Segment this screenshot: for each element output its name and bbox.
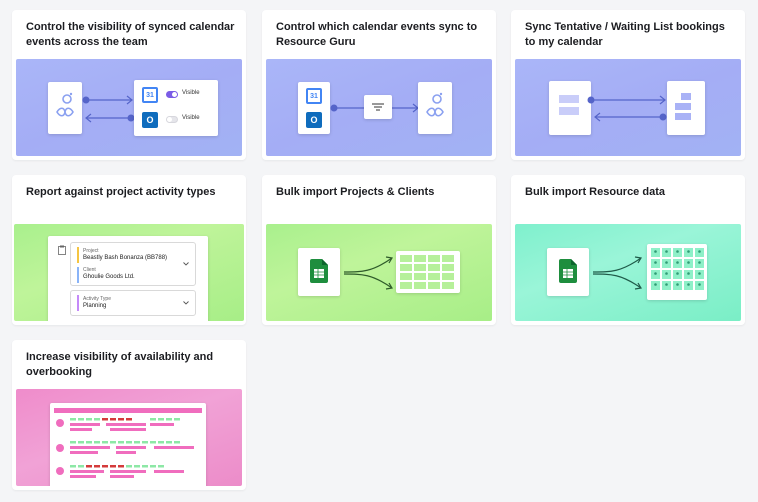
sync-arrows-icon xyxy=(587,95,667,122)
tentative-sync-illustration xyxy=(515,59,741,156)
card-title: Report against project activity types xyxy=(26,186,216,198)
projects-grid-tile xyxy=(396,251,460,293)
spreadsheet-tile xyxy=(298,248,340,296)
availability-illustration xyxy=(16,389,242,486)
resources-grid-tile xyxy=(647,244,707,300)
calendars-tile: 31 O xyxy=(298,82,330,134)
chevron-down-icon xyxy=(183,262,189,266)
feature-card-calendar-visibility[interactable]: Control the visibility of synced calenda… xyxy=(12,10,246,160)
project-label: Project xyxy=(83,248,99,254)
booking-tile-right xyxy=(667,81,705,135)
visibility-toggle-off[interactable] xyxy=(166,116,178,123)
google-sheets-icon xyxy=(310,259,328,283)
feature-card-activity-types[interactable]: Report against project activity types Pr… xyxy=(12,175,246,325)
calendar-visibility-panel: 31 Visible O Visible xyxy=(134,80,218,136)
feature-card-availability-overbooking[interactable]: Increase visibility of availability and … xyxy=(12,340,246,490)
activity-type-value: Planning xyxy=(83,303,107,309)
chevron-down-icon xyxy=(183,301,189,305)
filter-icon xyxy=(372,103,384,111)
resource-guru-logo-tile xyxy=(418,82,452,134)
activity-type-label: Activity Type xyxy=(83,296,111,302)
schedule-grid-icon xyxy=(54,408,202,478)
booking-tile-left xyxy=(549,81,591,135)
card-title: Control the visibility of synced calenda… xyxy=(26,21,235,48)
resource-guru-icon xyxy=(426,92,444,117)
project-client-field[interactable]: Project Beastly Bash Bonanza (BB788) Cli… xyxy=(70,242,196,286)
table-grid-icon xyxy=(400,255,454,289)
card-title: Sync Tentative / Waiting List bookings t… xyxy=(525,21,725,48)
outlook-letter: O xyxy=(146,115,154,125)
card-title: Increase visibility of availability and … xyxy=(26,351,214,378)
feature-card-sync-filter[interactable]: Control which calendar events sync to Re… xyxy=(262,10,496,160)
split-arrows-icon xyxy=(343,256,393,290)
client-value: Ghoulie Goods Ltd. xyxy=(83,274,135,280)
sync-filter-illustration: 31 O xyxy=(266,59,492,156)
visibility-toggle-on[interactable] xyxy=(166,91,178,98)
spreadsheet-tile xyxy=(547,248,589,296)
card-title: Bulk import Projects & Clients xyxy=(276,186,435,198)
card-title: Bulk import Resource data xyxy=(525,186,665,198)
gcal-number: 31 xyxy=(146,91,154,99)
google-calendar-icon: 31 xyxy=(142,87,158,103)
booking-form-panel: Project Beastly Bash Bonanza (BB788) Cli… xyxy=(48,236,208,321)
client-label: Client xyxy=(83,267,96,273)
activity-types-illustration: Project Beastly Bash Bonanza (BB788) Cli… xyxy=(14,224,244,321)
project-value: Beastly Bash Bonanza (BB788) xyxy=(83,255,168,261)
calendar-visibility-illustration: 31 Visible O Visible xyxy=(16,59,242,156)
outlook-icon: O xyxy=(142,112,158,128)
outlook-icon: O xyxy=(306,112,322,128)
activity-type-field[interactable]: Activity Type Planning xyxy=(70,290,196,316)
resource-avatars-grid-icon xyxy=(651,248,704,290)
sync-arrows-icon xyxy=(82,95,135,123)
clipboard-icon xyxy=(58,245,66,255)
gcal-number: 31 xyxy=(310,92,318,100)
feature-card-tentative-sync[interactable]: Sync Tentative / Waiting List bookings t… xyxy=(511,10,745,160)
resource-guru-icon xyxy=(56,92,74,117)
google-sheets-icon xyxy=(559,259,577,283)
filter-tile xyxy=(364,95,392,119)
visibility-toggle-label-2: Visible xyxy=(182,115,200,121)
google-calendar-icon: 31 xyxy=(306,88,322,104)
outlook-letter: O xyxy=(310,115,318,125)
visibility-toggle-label-1: Visible xyxy=(182,90,200,96)
schedule-panel xyxy=(50,403,206,486)
resource-guru-logo-tile xyxy=(48,82,82,134)
feature-card-import-resources[interactable]: Bulk import Resource data xyxy=(511,175,745,325)
import-projects-illustration xyxy=(266,224,492,321)
split-arrows-icon xyxy=(592,256,642,290)
card-title: Control which calendar events sync to Re… xyxy=(276,21,478,48)
import-resources-illustration xyxy=(515,224,741,321)
feature-card-import-projects[interactable]: Bulk import Projects & Clients xyxy=(262,175,496,325)
